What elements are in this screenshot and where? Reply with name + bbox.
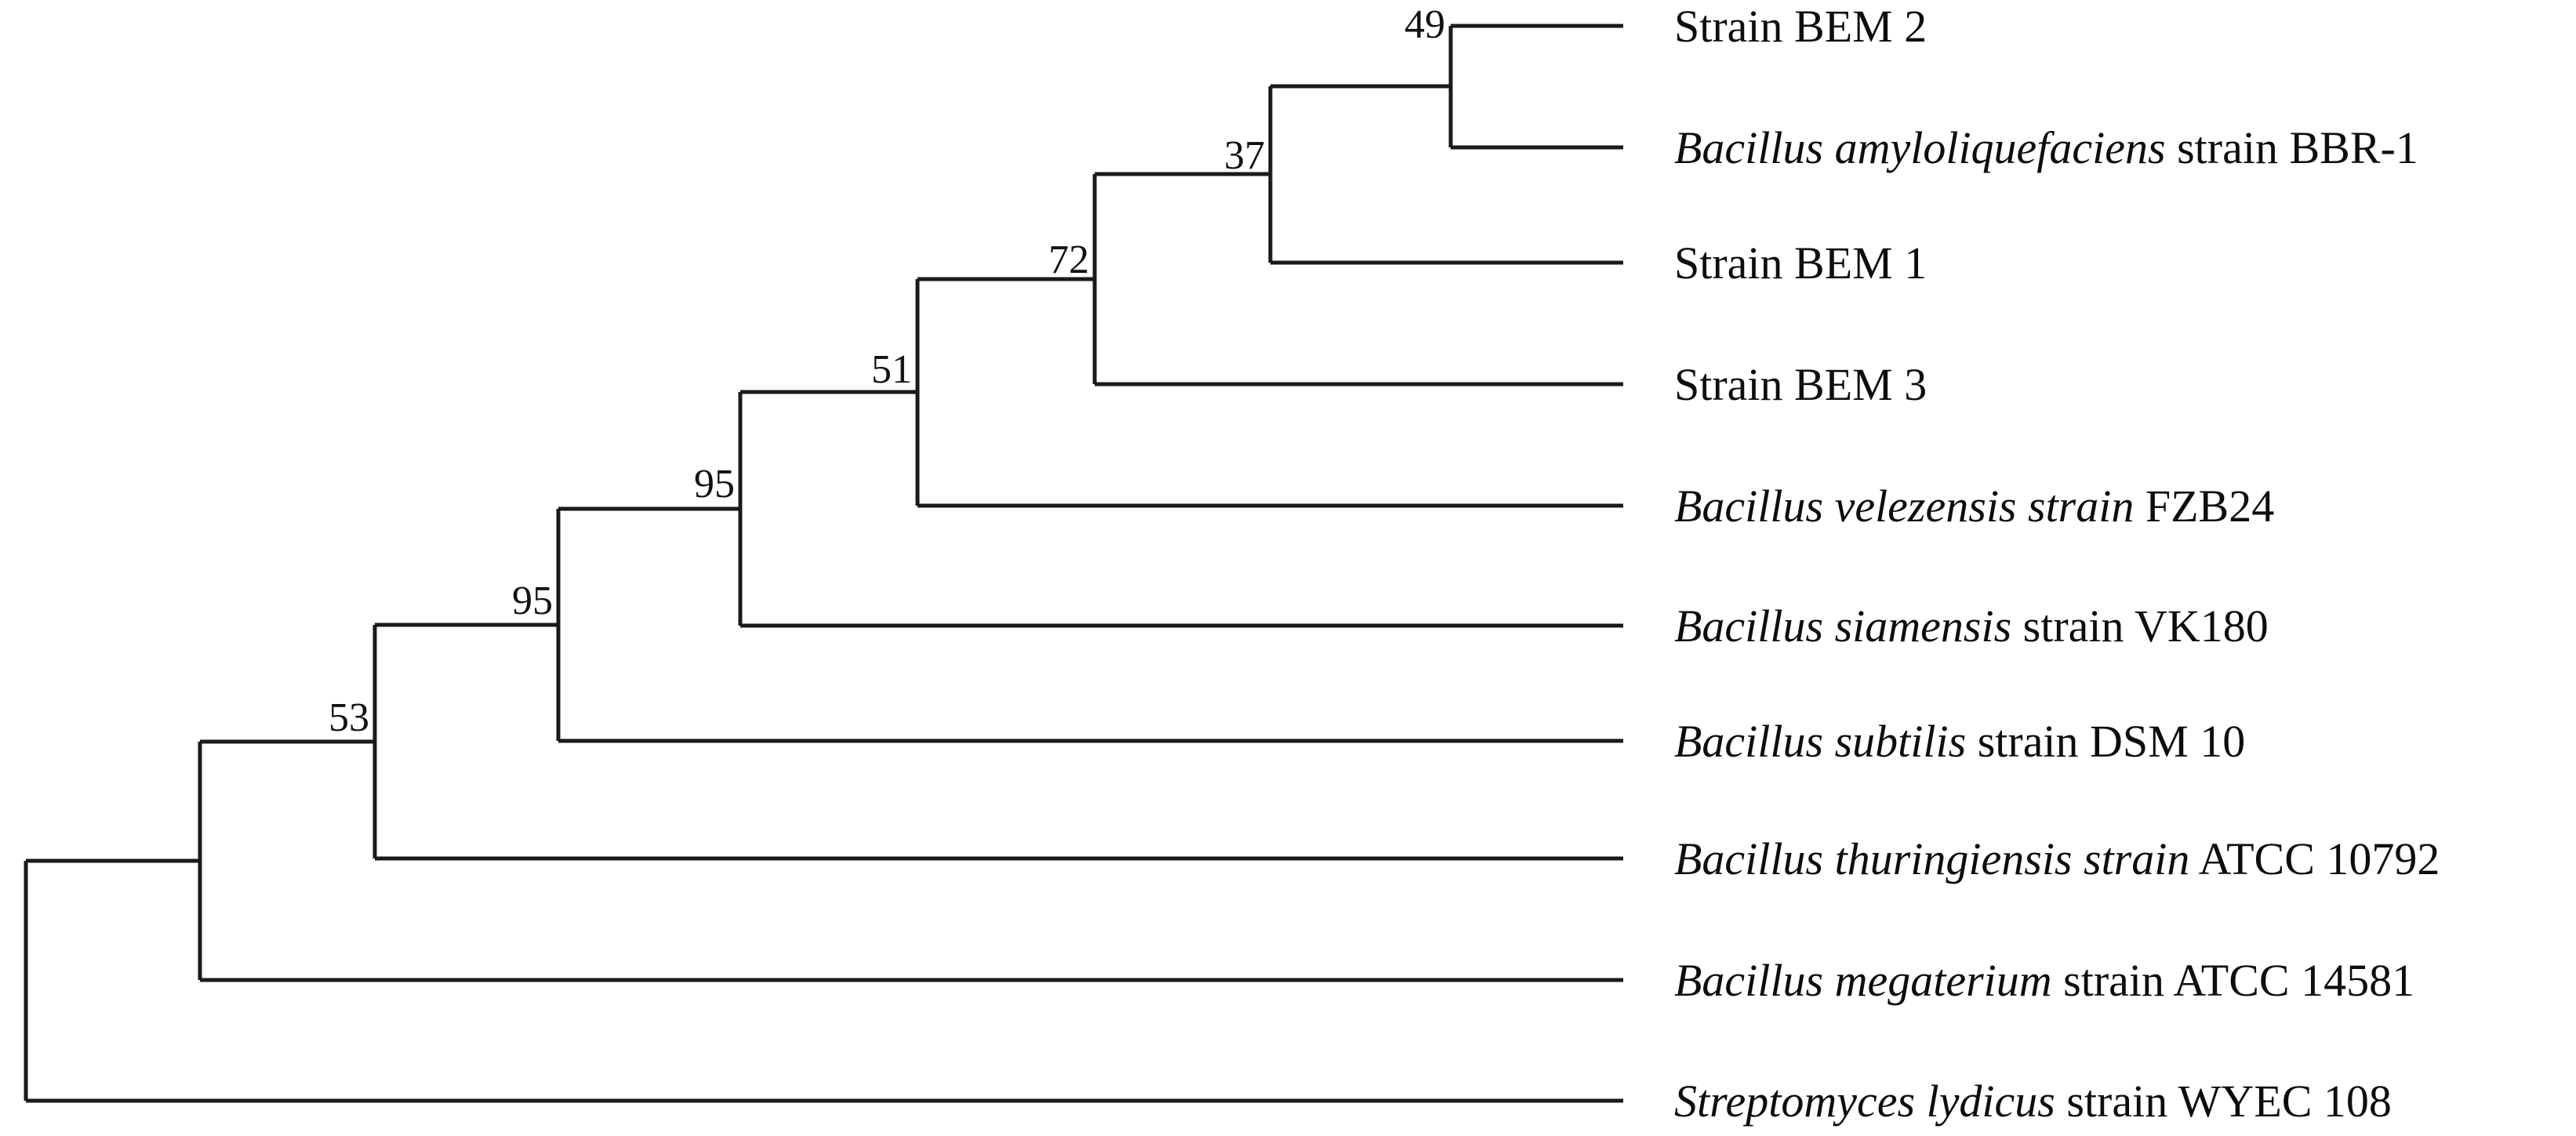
- taxon-strain-designation-dsm10: strain DSM 10: [1966, 716, 2245, 767]
- taxon-scientific-name-atcc10792: Bacillus thuringiensis strain: [1674, 833, 2189, 884]
- taxon-scientific-name-vk180: Bacillus siamensis: [1674, 601, 2011, 651]
- taxon-scientific-name-dsm10: Bacillus subtilis: [1674, 716, 1966, 767]
- taxon-label-bem1: Strain BEM 1: [1674, 238, 1927, 289]
- taxon-label-bem3: Strain BEM 3: [1674, 359, 1927, 410]
- bootstrap-labels-group: 49 37 72 51 95 95 53: [329, 2, 1445, 740]
- taxon-label-bbr1: Bacillus amyloliquefaciens strain BBR-1: [1674, 122, 2418, 173]
- taxon-scientific-name-atcc14581: Bacillus megaterium: [1674, 955, 2052, 1006]
- taxon-label-atcc10792: Bacillus thuringiensis strain ATCC 10792: [1674, 833, 2440, 884]
- taxon-label-fzb24: Bacillus velezensis strain FZB24: [1674, 481, 2274, 532]
- taxon-scientific-name-bbr1: Bacillus amyloliquefaciens: [1674, 122, 2166, 173]
- taxon-strain-designation-bbr1: strain BBR-1: [2166, 122, 2418, 173]
- bootstrap-value-n37: 37: [1224, 133, 1265, 178]
- taxon-label-wyec108: Streptomyces lydicus strain WYEC 108: [1674, 1076, 2392, 1127]
- branches-group: [24, 24, 1623, 1103]
- taxon-scientific-name-wyec108: Streptomyces lydicus: [1674, 1076, 2055, 1127]
- taxon-strain-designation-wyec108: strain WYEC 108: [2055, 1076, 2392, 1127]
- taxon-strain-designation-bem2: Strain BEM 2: [1674, 1, 1927, 52]
- taxon-strain-designation-atcc10792: ATCC 10792: [2189, 833, 2440, 884]
- bootstrap-value-n95b: 95: [512, 579, 553, 623]
- taxon-labels-group: Strain BEM 2 Bacillus amyloliquefaciens s…: [1674, 1, 2440, 1127]
- taxon-label-dsm10: Bacillus subtilis strain DSM 10: [1674, 716, 2245, 767]
- taxon-strain-designation-bem1: Strain BEM 1: [1674, 238, 1927, 289]
- bootstrap-value-n49: 49: [1404, 2, 1445, 47]
- taxon-strain-designation-vk180: strain VK180: [2011, 601, 2269, 651]
- bootstrap-value-n51: 51: [871, 347, 912, 392]
- taxon-scientific-name-fzb24: Bacillus velezensis strain: [1674, 481, 2134, 532]
- taxon-strain-designation-bem3: Strain BEM 3: [1674, 359, 1927, 410]
- bootstrap-value-n53: 53: [329, 695, 369, 740]
- taxon-strain-designation-atcc14581: strain ATCC 14581: [2052, 955, 2414, 1006]
- taxon-label-bem2: Strain BEM 2: [1674, 1, 1927, 52]
- bootstrap-value-n72: 72: [1048, 238, 1089, 282]
- taxon-label-vk180: Bacillus siamensis strain VK180: [1674, 601, 2269, 651]
- bootstrap-value-n95a: 95: [694, 462, 735, 506]
- taxon-strain-designation-fzb24: FZB24: [2134, 481, 2274, 532]
- taxon-label-atcc14581: Bacillus megaterium strain ATCC 14581: [1674, 955, 2414, 1006]
